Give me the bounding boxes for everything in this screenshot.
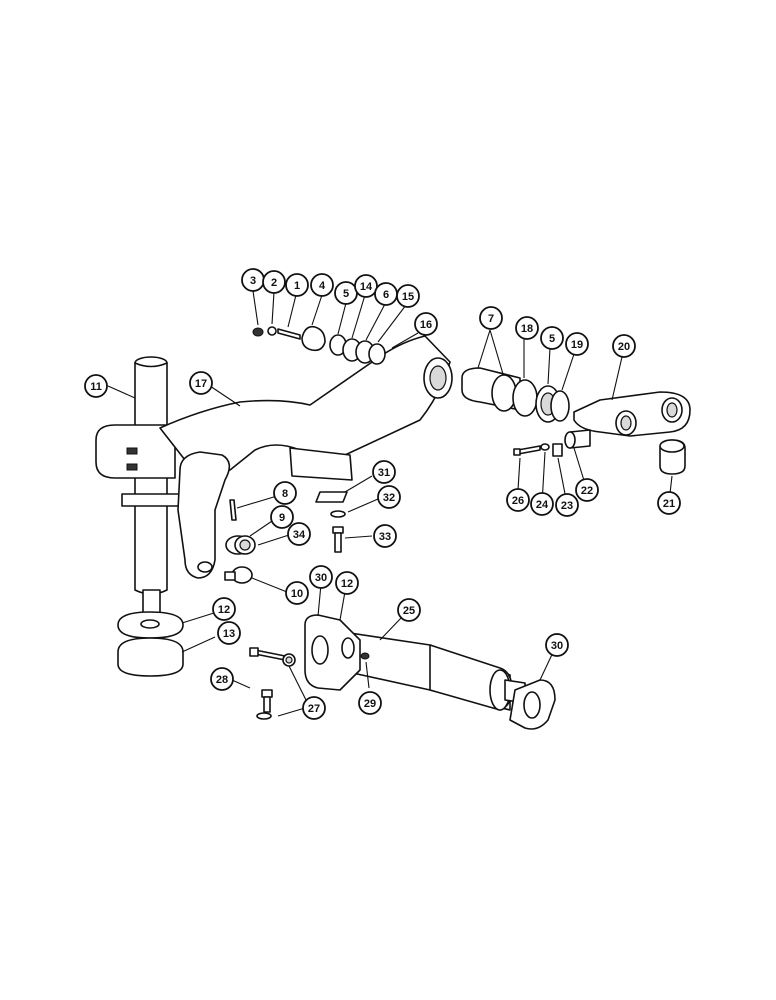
- callout-6: 6: [374, 282, 398, 306]
- clamp-plates: [117, 611, 184, 677]
- callout-label: 7: [488, 313, 494, 325]
- bell-crank: [177, 451, 231, 579]
- callout-25: 25: [397, 598, 421, 622]
- callout-5-right: 5: [540, 326, 564, 350]
- callout-label: 1: [294, 280, 300, 292]
- bushing: [225, 535, 256, 555]
- callout-16: 16: [414, 312, 438, 336]
- callout-label: 14: [360, 281, 373, 293]
- callout-label: 11: [90, 381, 102, 393]
- callout-label: 25: [403, 605, 415, 617]
- plate-washer-bolt: [315, 491, 348, 553]
- callout-label: 5: [549, 333, 555, 345]
- callout-label: 30: [551, 640, 563, 652]
- callout-20: 20: [612, 334, 636, 358]
- callout-label: 27: [308, 703, 320, 715]
- callout-label: 19: [571, 339, 583, 351]
- callout-15: 15: [396, 284, 420, 308]
- callout-label: 6: [383, 289, 389, 301]
- callout-30-right: 30: [545, 633, 569, 657]
- upper-hardware: [252, 325, 386, 365]
- callout-12-cylinder: 12: [335, 571, 359, 595]
- callout-label: 31: [378, 467, 390, 479]
- callout-11: 11: [84, 374, 108, 398]
- hydraulic-cylinder: [304, 614, 556, 730]
- callout-12-left: 12: [212, 597, 236, 621]
- callout-label: 30: [315, 572, 327, 584]
- callout-label: 33: [379, 531, 391, 543]
- callout-label: 5: [343, 288, 349, 300]
- callout-9: 9: [270, 505, 294, 529]
- callout-29: 29: [358, 691, 382, 715]
- callout-label: 21: [663, 498, 675, 510]
- callout-4: 4: [310, 273, 334, 297]
- callout-label: 16: [420, 319, 432, 331]
- callout-label: 26: [512, 495, 524, 507]
- callout-17: 17: [189, 371, 213, 395]
- cylinder-bolts: [249, 647, 296, 720]
- lever-arm: [573, 391, 691, 437]
- callout-label: 13: [223, 628, 235, 640]
- callout-label: 4: [319, 280, 326, 292]
- callout-label: 12: [218, 604, 230, 616]
- callout-31: 31: [372, 460, 396, 484]
- callout-14: 14: [354, 274, 378, 298]
- callout-label: 32: [383, 492, 395, 504]
- callout-1: 1: [285, 273, 309, 297]
- callout-label: 20: [618, 341, 630, 353]
- callout-30-left: 30: [309, 565, 333, 589]
- callout-24: 24: [530, 492, 554, 516]
- callout-23: 23: [555, 493, 579, 517]
- callout-label: 29: [364, 698, 376, 710]
- callout-3: 3: [241, 268, 265, 292]
- ball-stud: [224, 566, 253, 584]
- sleeve-stack: [461, 367, 570, 423]
- callout-label: 17: [195, 378, 207, 390]
- callout-26: 26: [506, 488, 530, 512]
- callout-label: 3: [250, 275, 256, 287]
- callout-label: 2: [271, 277, 277, 289]
- callout-label: 22: [581, 485, 593, 497]
- callout-label: 18: [521, 323, 533, 335]
- callout-19: 19: [565, 332, 589, 356]
- vertical-post: [95, 356, 186, 619]
- callout-21: 21: [657, 491, 681, 515]
- callout-label: 24: [536, 499, 549, 511]
- callout-13: 13: [217, 621, 241, 645]
- callout-label: 34: [293, 529, 306, 541]
- callout-label: 9: [279, 512, 285, 524]
- callout-33: 33: [373, 524, 397, 548]
- callout-22: 22: [575, 478, 599, 502]
- callout-28: 28: [210, 667, 234, 691]
- callout-5-upper: 5: [334, 281, 358, 305]
- callout-label: 10: [291, 588, 303, 600]
- lever-hardware: [513, 429, 686, 475]
- callout-8: 8: [273, 481, 297, 505]
- callout-34: 34: [287, 522, 311, 546]
- callout-27: 27: [302, 696, 326, 720]
- pin: [229, 499, 237, 521]
- callout-2: 2: [262, 270, 286, 294]
- callout-10: 10: [285, 581, 309, 605]
- callout-32: 32: [377, 485, 401, 509]
- callout-label: 12: [341, 578, 353, 590]
- callout-label: 28: [216, 674, 228, 686]
- main-arm: [159, 335, 453, 481]
- callout-7: 7: [479, 306, 503, 330]
- callout-label: 8: [282, 488, 288, 500]
- callout-label: 23: [561, 500, 573, 512]
- callout-18: 18: [515, 316, 539, 340]
- callout-label: 15: [402, 291, 414, 303]
